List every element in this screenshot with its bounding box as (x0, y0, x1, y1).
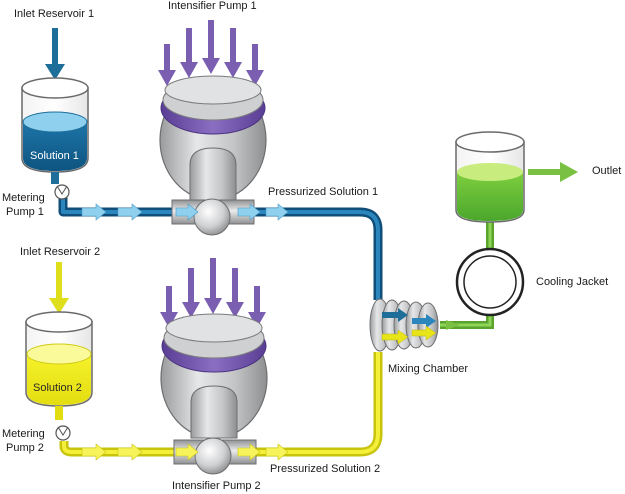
intensifier-pump-2 (160, 258, 268, 475)
metering-valve-2 (55, 425, 71, 441)
outlet-label: Outlet (592, 165, 622, 177)
inlet-arrow-2 (49, 262, 69, 314)
outlet-vessel (455, 131, 525, 223)
pressure-arrows-2 (160, 258, 266, 328)
pressurized-solution-1-label: Pressurized Solution 1 (268, 186, 379, 198)
metering-pump-1-label-line1: Metering (2, 192, 45, 204)
mixing-chamber-label: Mixing Chamber (388, 363, 469, 375)
inlet-reservoir-2-label: Inlet Reservoir 2 (20, 246, 101, 258)
metering-valve-1 (54, 184, 70, 200)
pressurized-solution-2-label: Pressurized Solution 2 (270, 463, 381, 475)
cooling-jacket (455, 247, 525, 317)
outlet-arrow (528, 162, 578, 182)
metering-pump-1-label-line2: Pump 1 (6, 206, 44, 218)
intensifier-pump-2-label: Intensifier Pump 2 (172, 480, 261, 492)
reservoir-2 (25, 311, 93, 420)
metering-pump-2-label-line1: Metering (2, 428, 45, 440)
intensifier-pump-1 (158, 20, 267, 236)
blue-pipe (58, 196, 383, 300)
flow-arrows-yellow (81, 443, 289, 461)
flow-arrows-blue (81, 203, 289, 221)
reservoir-1 (21, 77, 89, 184)
solution-1-label: Solution 1 (30, 150, 79, 162)
inlet-reservoir-1-label: Inlet Reservoir 1 (14, 8, 95, 20)
inlet-arrow-1 (45, 28, 65, 80)
cooling-jacket-label: Cooling Jacket (536, 276, 609, 288)
pressure-arrows-1 (158, 20, 264, 86)
intensifier-pump-1-label: Intensifier Pump 1 (168, 0, 257, 12)
metering-pump-2-label-line2: Pump 2 (6, 442, 44, 454)
mixing-chamber (369, 298, 460, 352)
solution-2-label: Solution 2 (33, 382, 82, 394)
